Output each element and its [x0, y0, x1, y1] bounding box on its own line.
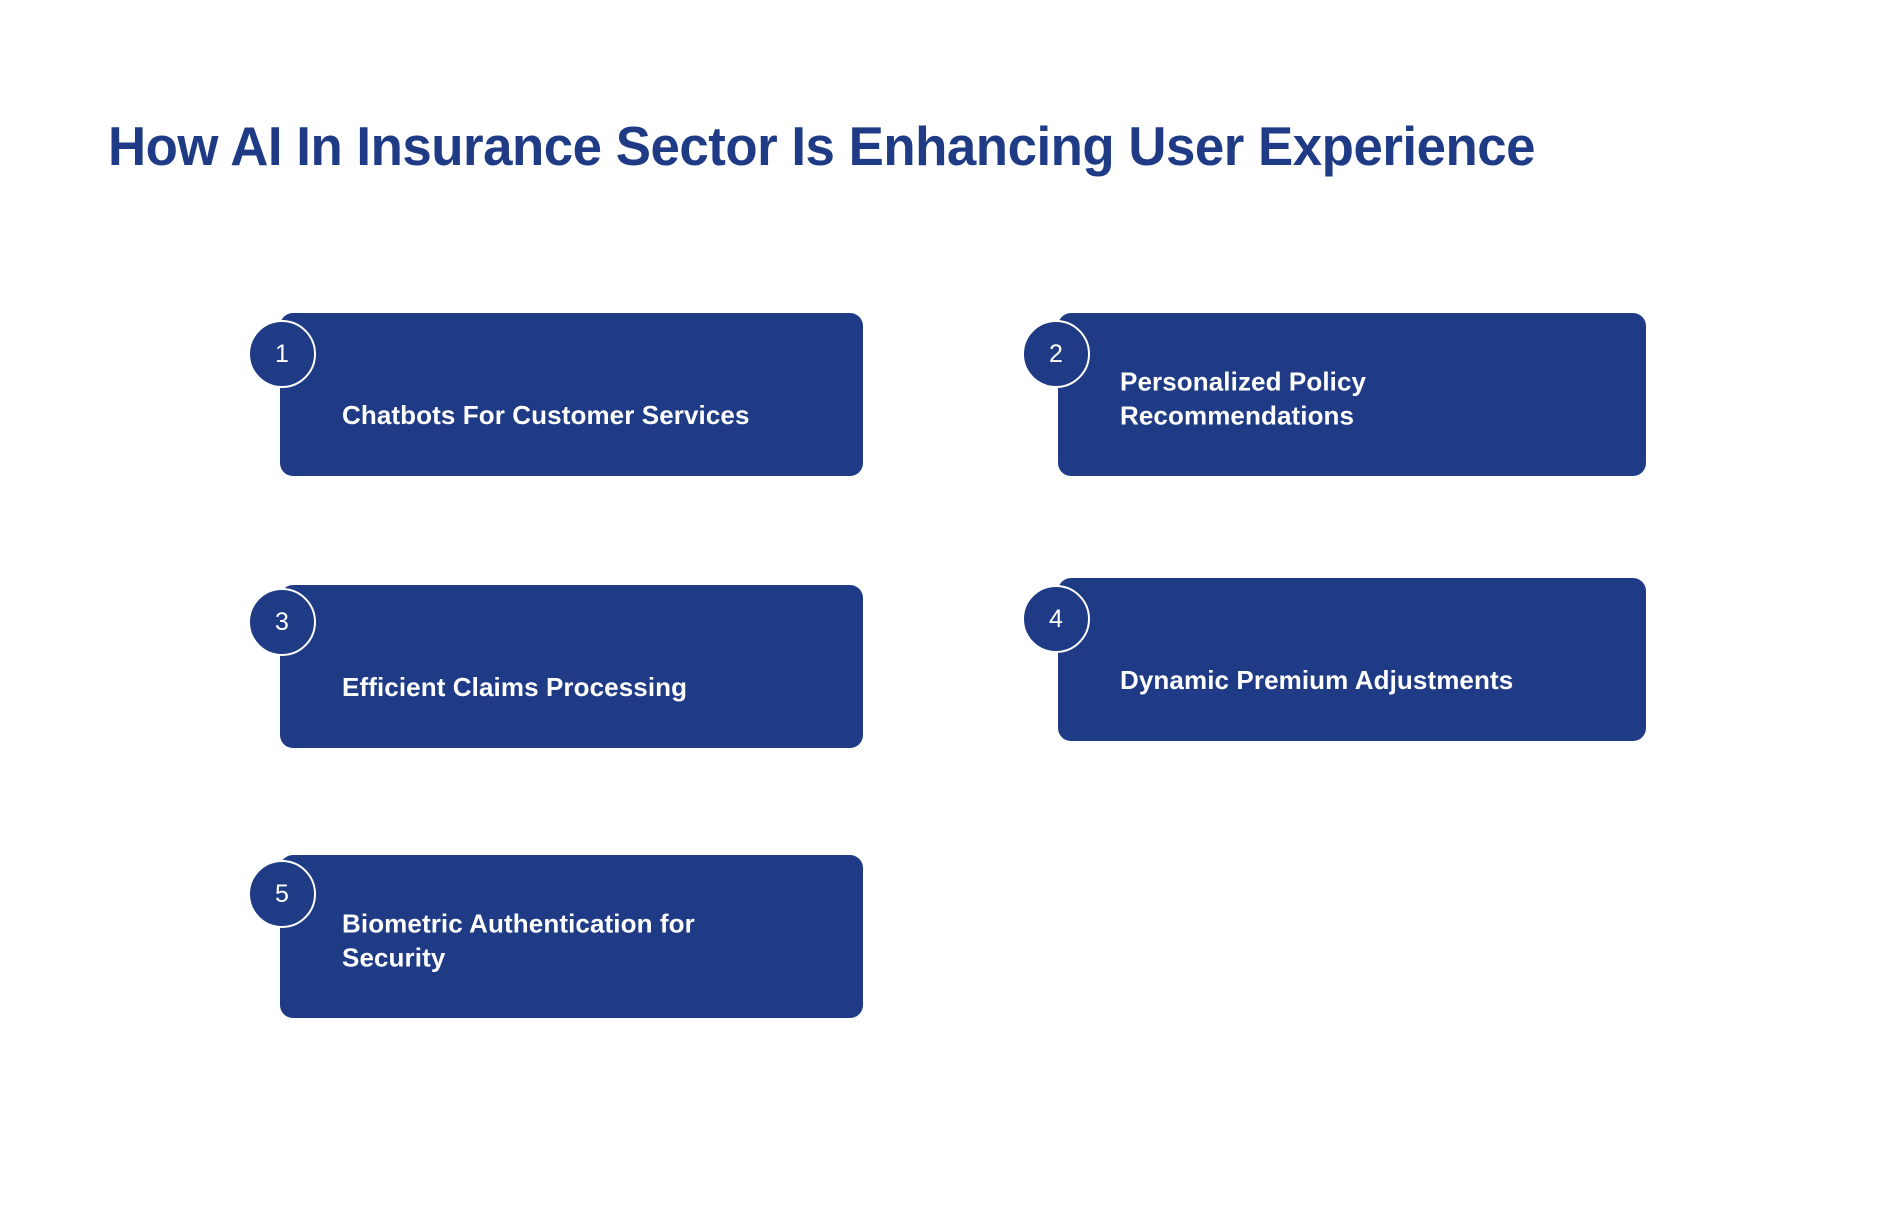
feature-card-3[interactable]: Efficient Claims Processing — [280, 585, 863, 748]
feature-card-4[interactable]: Dynamic Premium Adjustments — [1058, 578, 1646, 741]
feature-card-1-number-badge: 1 — [248, 320, 316, 388]
feature-card-5-number: 5 — [275, 879, 289, 908]
feature-card-3-number: 3 — [275, 607, 289, 636]
feature-card-4-number: 4 — [1049, 604, 1063, 633]
feature-card-1-label: Chatbots For Customer Services — [342, 399, 750, 430]
feature-card-1-number: 1 — [275, 339, 289, 368]
feature-card-2-number: 2 — [1049, 339, 1063, 368]
feature-card-5[interactable]: Biometric Authentication for Security — [280, 855, 863, 1018]
feature-card-5-label-line-1: Biometric Authentication for — [342, 908, 695, 939]
feature-card-5-number-badge: 5 — [248, 860, 316, 928]
feature-card-1[interactable]: Chatbots For Customer Services — [280, 313, 863, 476]
feature-card-5-label-line-2: Security — [342, 942, 446, 973]
feature-card-3-number-badge: 3 — [248, 588, 316, 656]
feature-card-2-label-line-1: Personalized Policy — [1120, 366, 1367, 397]
page-title: How AI In Insurance Sector Is Enhancing … — [108, 115, 1536, 177]
feature-card-2-label: Personalized Policy Recommendations — [1120, 364, 1612, 433]
feature-card-5-label: Biometric Authentication for Security — [342, 906, 829, 975]
feature-card-2-label-line-2: Recommendations — [1120, 400, 1355, 431]
feature-card-4-label: Dynamic Premium Adjustments — [1120, 664, 1514, 695]
feature-card-4-number-badge: 4 — [1022, 585, 1090, 653]
feature-card-2[interactable]: Personalized Policy Recommendations — [1058, 313, 1646, 476]
feature-card-2-number-badge: 2 — [1022, 320, 1090, 388]
feature-card-3-label: Efficient Claims Processing — [342, 671, 688, 702]
